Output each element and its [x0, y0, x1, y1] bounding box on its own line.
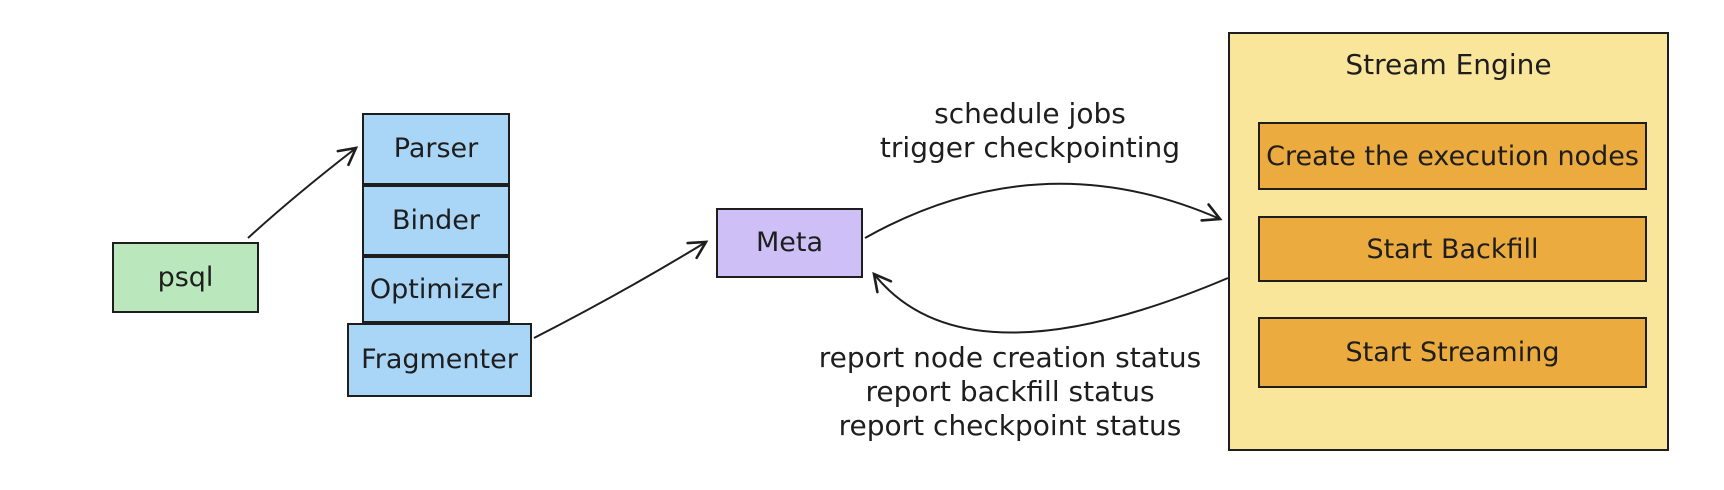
node-psql-label: psql	[157, 261, 214, 293]
node-parser: Parser	[362, 113, 510, 185]
stream-engine-title: Stream Engine	[1345, 48, 1552, 81]
node-binder: Binder	[362, 185, 510, 256]
edge-fragmenter-to-meta	[533, 240, 709, 339]
node-fragmenter-label: Fragmenter	[361, 344, 518, 376]
step-start-backfill: Start Backfill	[1258, 216, 1647, 282]
edge-engine-to-meta	[872, 271, 1229, 334]
stream-engine-container: Stream Engine Create the execution nodes…	[1228, 32, 1669, 451]
edge-label-line: trigger checkpointing	[879, 131, 1181, 164]
node-parser-label: Parser	[393, 133, 479, 165]
edge-label-line: report node creation status	[818, 341, 1202, 374]
node-optimizer: Optimizer	[362, 256, 510, 323]
edge-psql-to-parser	[247, 146, 359, 239]
node-psql: psql	[112, 242, 259, 313]
edge-label-line: report checkpoint status	[838, 409, 1182, 442]
step-create-execution-nodes-label: Create the execution nodes	[1266, 140, 1639, 172]
edge-label-engine-to-meta: report node creation status report backf…	[780, 341, 1240, 443]
step-start-backfill-label: Start Backfill	[1366, 233, 1539, 265]
step-create-execution-nodes: Create the execution nodes	[1258, 122, 1647, 190]
node-meta: Meta	[716, 208, 863, 278]
edge-meta-to-engine	[864, 182, 1223, 239]
edge-label-meta-to-engine: schedule jobs trigger checkpointing	[850, 97, 1210, 165]
node-optimizer-label: Optimizer	[369, 273, 503, 305]
edge-label-line: schedule jobs	[934, 97, 1126, 130]
node-binder-label: Binder	[392, 204, 480, 236]
step-start-streaming: Start Streaming	[1258, 317, 1647, 388]
node-fragmenter: Fragmenter	[347, 323, 532, 397]
step-start-streaming-label: Start Streaming	[1345, 337, 1560, 368]
edge-label-line: report backfill status	[865, 375, 1155, 408]
node-meta-label: Meta	[755, 227, 824, 259]
